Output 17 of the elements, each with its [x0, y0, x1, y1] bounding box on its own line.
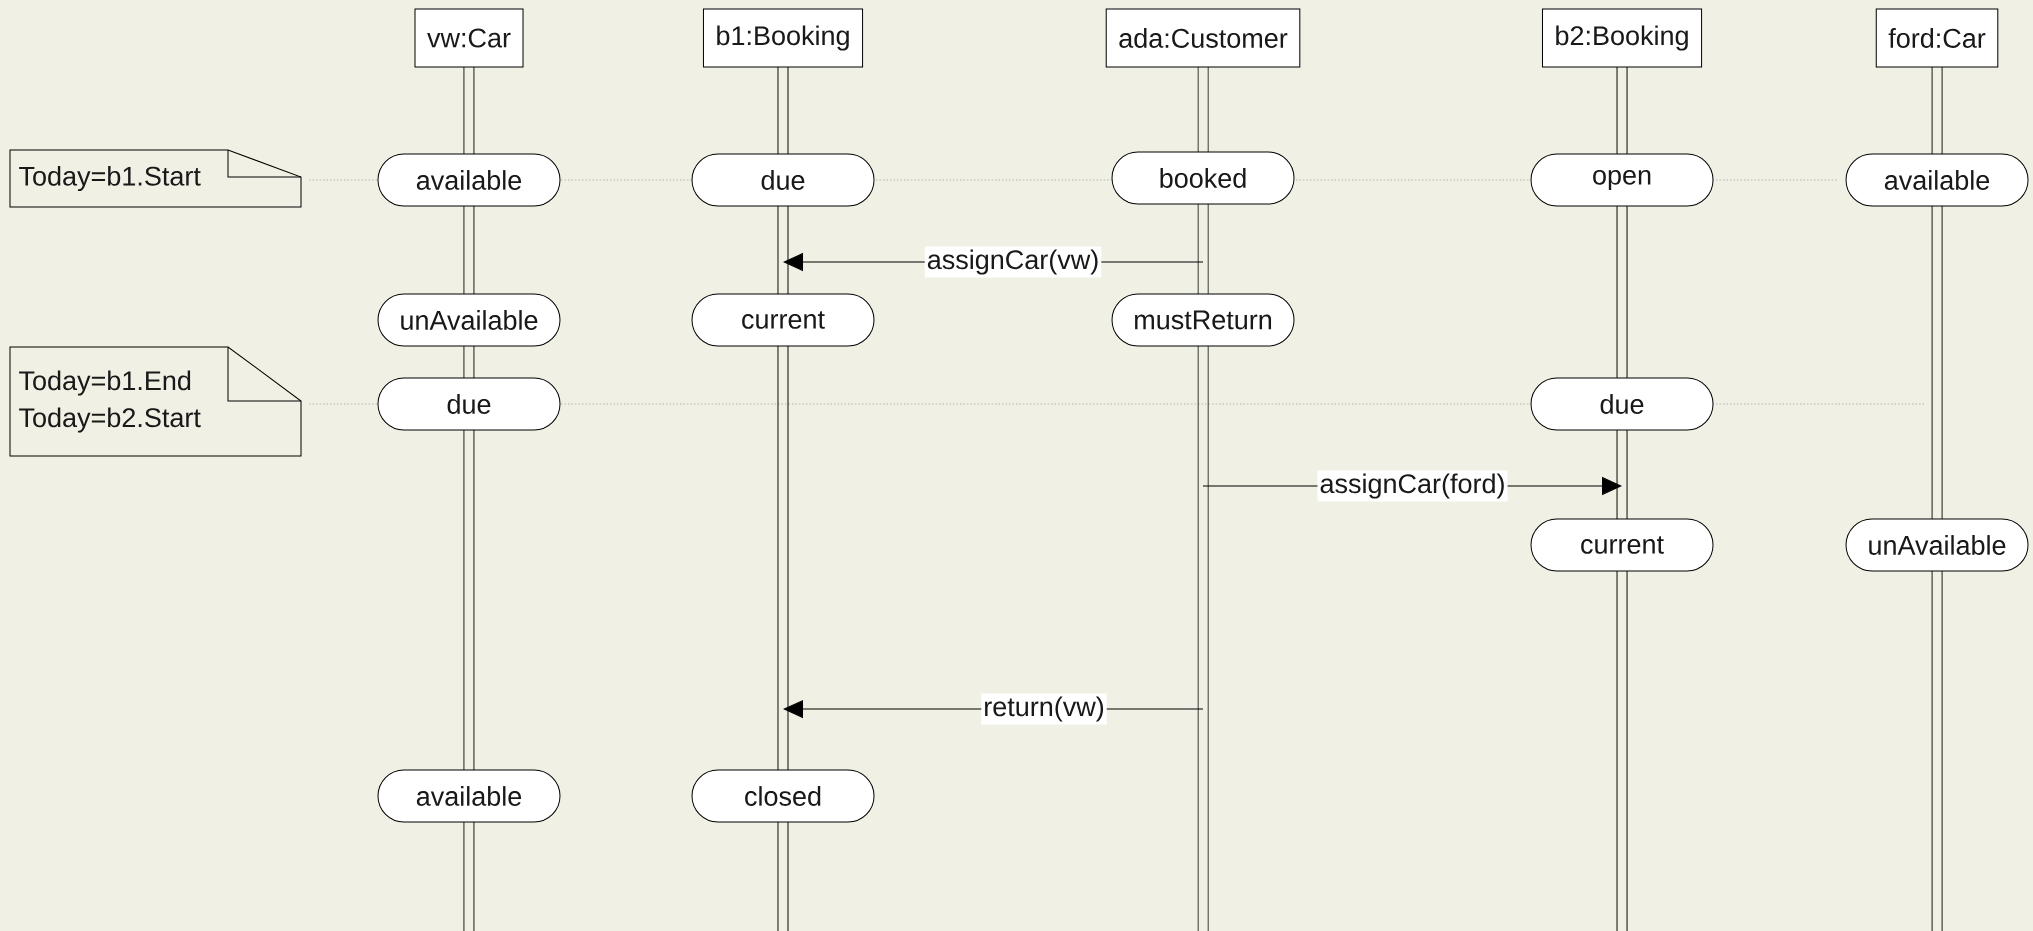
state-box: open — [1530, 153, 1714, 207]
edge-label: assignCar(ford) — [1317, 470, 1508, 502]
state-box: unAvailable — [377, 293, 561, 347]
state-box: closed — [691, 769, 875, 823]
state-box: available — [1845, 153, 2029, 207]
state-box: available — [377, 769, 561, 823]
state-box: due — [691, 153, 875, 207]
state-box: available — [377, 153, 561, 207]
note: Today=b1.End Today=b2.Start — [9, 346, 302, 457]
note: Today=b1.Start — [9, 149, 302, 208]
edge-label: assignCar(vw) — [924, 246, 1102, 278]
state-box: current — [691, 293, 875, 347]
state-box: due — [1530, 377, 1714, 431]
state-box: current — [1530, 518, 1714, 572]
edge-label: return(vw) — [981, 693, 1107, 725]
state-box: due — [377, 377, 561, 431]
state-box: unAvailable — [1845, 518, 2029, 572]
